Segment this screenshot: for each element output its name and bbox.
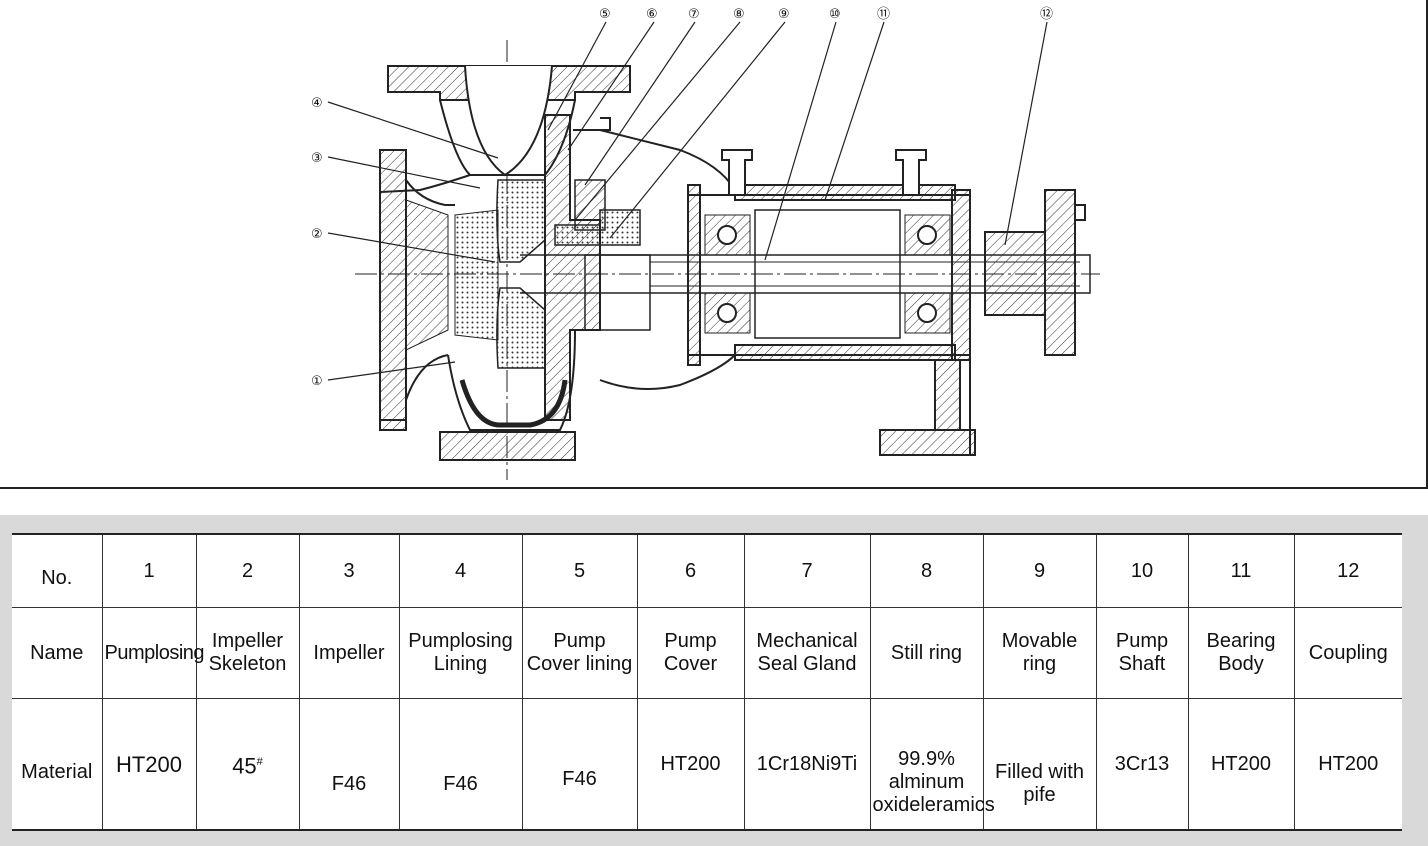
callout-11: ⑪ <box>877 7 890 22</box>
cell-name-6: Pump Cover <box>636 607 745 699</box>
cell-no-5: 5 <box>521 533 638 608</box>
callout-9: ⑨ <box>778 7 790 22</box>
callout-12: ⑫ <box>1040 7 1053 22</box>
callout-1: ① <box>311 374 323 389</box>
callout-8: ⑧ <box>733 7 745 22</box>
cell-material-5: F46 <box>521 698 638 831</box>
cell-name-10: Pump Shaft <box>1095 607 1189 699</box>
cell-material-4: F46 <box>398 698 523 831</box>
cell-no-12: 12 <box>1293 533 1402 608</box>
callout-4: ④ <box>311 96 323 111</box>
table-row-material: Material HT200 45# F46 F46 F46 HT200 1Cr… <box>12 698 1402 831</box>
cell-name-9: Movable ring <box>982 607 1097 699</box>
cell-no-6: 6 <box>636 533 745 608</box>
cell-no-1: 1 <box>101 533 197 608</box>
parts-table-panel: No. 1 2 3 4 5 6 7 8 9 10 11 12 Name Pump… <box>0 515 1428 846</box>
cell-name-2: Impeller Skeleton <box>195 607 300 699</box>
cell-material-6: HT200 <box>636 698 745 831</box>
cell-name-5: Pump Cover lining <box>521 607 638 699</box>
row-label-name: Name <box>12 607 103 699</box>
cell-name-4: Pumplosing Lining <box>398 607 523 699</box>
callout-2: ② <box>311 227 323 242</box>
row-label-material: Material <box>12 698 103 831</box>
cell-material-2: 45# <box>195 698 300 831</box>
cell-no-11: 11 <box>1187 533 1295 608</box>
callout-10: ⑩ <box>829 7 841 22</box>
cell-name-7: Mechanical Seal Gland <box>743 607 871 699</box>
cell-no-10: 10 <box>1095 533 1189 608</box>
cell-name-8: Still ring <box>869 607 984 699</box>
cell-material-1: HT200 <box>101 698 197 831</box>
cell-no-7: 7 <box>743 533 871 608</box>
callout-7: ⑦ <box>688 7 700 22</box>
table-row-name: Name Pumplosing Impeller Skeleton Impell… <box>12 607 1402 699</box>
cell-no-8: 8 <box>869 533 984 608</box>
parts-table: No. 1 2 3 4 5 6 7 8 9 10 11 12 Name Pump… <box>12 533 1402 831</box>
cell-no-2: 2 <box>195 533 300 608</box>
pump-cross-section-drawing: ① ② ③ ④ ⑤ ⑥ ⑦ ⑧ ⑨ ⑩ ⑪ ⑫ <box>311 7 1100 480</box>
cell-name-3: Impeller <box>298 607 400 699</box>
cell-no-4: 4 <box>398 533 523 608</box>
callout-6: ⑥ <box>646 7 658 22</box>
cell-material-11: HT200 <box>1187 698 1295 831</box>
cell-name-12: Coupling <box>1293 607 1402 699</box>
pump-cross-section-panel: ① ② ③ ④ ⑤ ⑥ ⑦ ⑧ ⑨ ⑩ ⑪ ⑫ <box>0 0 1428 489</box>
cell-material-3: F46 <box>298 698 400 831</box>
cell-material-8: 99.9% alminum oxideleramics <box>869 698 995 831</box>
cell-name-1: Pumplosing <box>101 607 205 699</box>
row-label-no: No. <box>12 533 103 608</box>
cell-material-12: HT200 <box>1293 698 1402 831</box>
cell-material-7: 1Cr18Ni9Ti <box>743 698 871 831</box>
cell-material-10: 3Cr13 <box>1095 698 1189 831</box>
cell-name-11: Bearing Body <box>1187 607 1295 699</box>
table-row-no: No. 1 2 3 4 5 6 7 8 9 10 11 12 <box>12 533 1402 608</box>
cell-no-3: 3 <box>298 533 400 608</box>
callout-5: ⑤ <box>599 7 611 22</box>
cell-material-9: Filled with pife <box>982 698 1097 831</box>
cell-no-9: 9 <box>982 533 1097 608</box>
callout-3: ③ <box>311 151 323 166</box>
